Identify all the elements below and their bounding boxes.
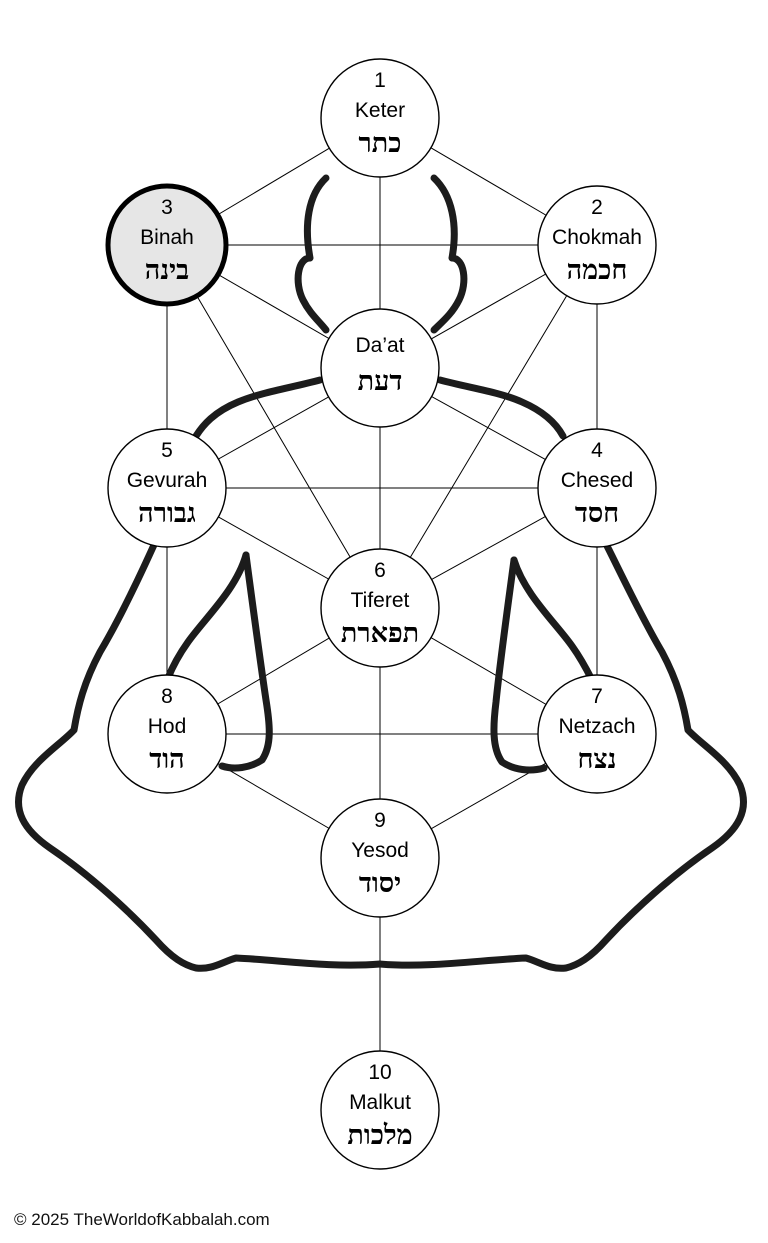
sephirah-number: 7: [591, 685, 603, 708]
sephirah-circle: [537, 428, 657, 548]
sephirah-number: 10: [368, 1061, 391, 1084]
sephirah-name: Yesod: [351, 839, 409, 862]
sephirah-hebrew-name: כתר: [359, 128, 402, 159]
sephirah-number: 8: [161, 685, 173, 708]
sephirah-circle: [107, 428, 227, 548]
sephirah-hebrew-name: חכמה: [567, 255, 628, 286]
sephirah-number: 6: [374, 559, 386, 582]
path-binah-tiferet: [166, 244, 381, 609]
sephirah-circle: [107, 674, 227, 794]
sephirah-name: Chesed: [561, 469, 633, 492]
sephirah-circle: [320, 548, 440, 668]
sephirah-name: Gevurah: [127, 469, 208, 492]
sephirah-circle: [320, 798, 440, 918]
sephirah-hebrew-name: בינה: [145, 255, 189, 286]
sephirah-number: 3: [161, 196, 173, 219]
sephirah-hebrew-name: חסד: [575, 498, 619, 529]
sephirah-number: 5: [161, 439, 173, 462]
sephirah-circle: [105, 183, 229, 307]
sephirah-hebrew-name: יסוד: [359, 868, 401, 899]
sephirah-circle: [537, 674, 657, 794]
sephirah-name: Tiferet: [351, 589, 410, 612]
sephirah-circle: [537, 185, 657, 305]
sephirah-number: 9: [374, 809, 386, 832]
sephirah-hebrew-name: הוד: [149, 744, 184, 775]
sephirah-number: 1: [374, 69, 386, 92]
sephirah-hebrew-name: נצח: [578, 744, 617, 775]
sephirah-name: Keter: [355, 99, 405, 122]
sephirah-name: Netzach: [558, 715, 635, 738]
sephirah-circle: [320, 58, 440, 178]
meditating-figure-outline: [15, 174, 747, 972]
sephirah-circle: [320, 308, 440, 428]
path-chokmah-tiferet: [379, 244, 598, 609]
sephirah-name: Da’at: [355, 334, 404, 357]
sephirah-hebrew-name: גבורה: [138, 498, 196, 529]
sephirah-daat: Da’at דעת: [320, 308, 440, 428]
sephirah-hebrew-name: תפארת: [341, 618, 419, 649]
sephirah-circle: [320, 1050, 440, 1170]
copyright-footer: © 2025 TheWorldofKabbalah.com: [14, 1210, 270, 1229]
sephirah-hebrew-name: דעת: [358, 366, 403, 397]
sephirah-number: 4: [591, 439, 603, 462]
sephirah-name: Chokmah: [552, 226, 642, 249]
sephirah-hebrew-name: מלכות: [347, 1120, 412, 1151]
sephirah-name: Malkut: [349, 1091, 411, 1114]
sephirah-number: 2: [591, 196, 603, 219]
sephirah-name: Hod: [148, 715, 187, 738]
sephirah-name: Binah: [140, 226, 194, 249]
